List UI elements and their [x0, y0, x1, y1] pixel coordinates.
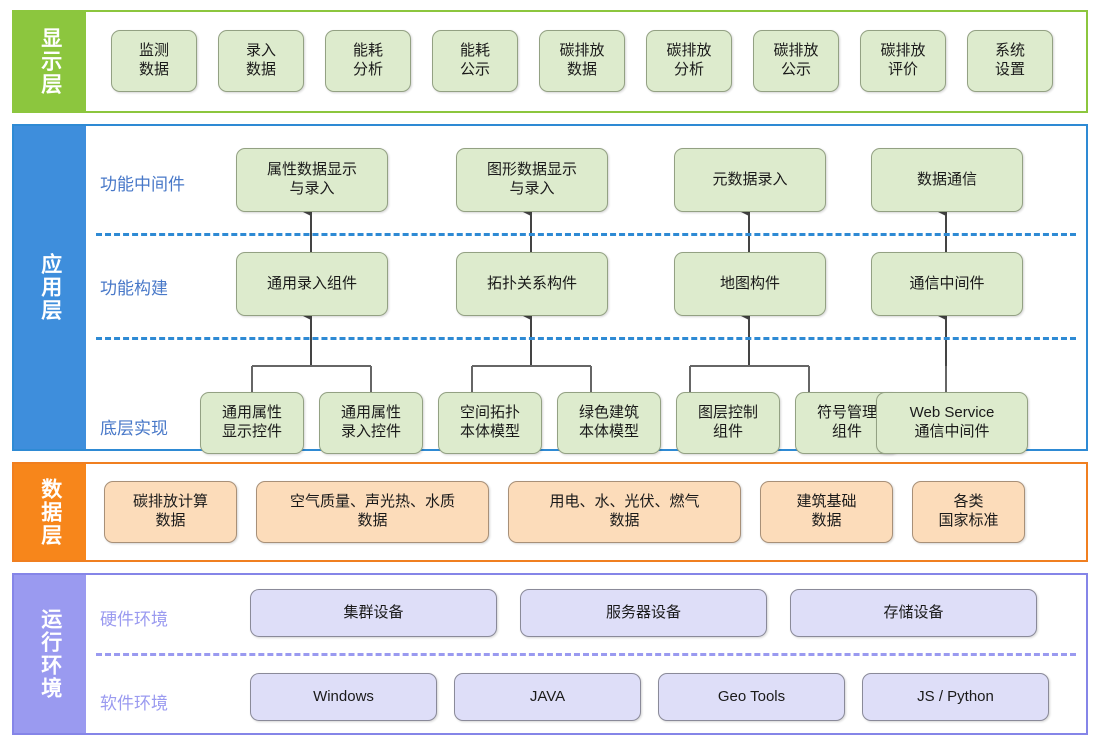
app-node-topology-relation-component[interactable]: 拓扑关系构件: [456, 252, 608, 316]
app-sublabel-implementation: 底层实现: [100, 419, 168, 438]
runtime-node-server-devices[interactable]: 服务器设备: [520, 589, 767, 637]
app-node-map-component[interactable]: 地图构件: [674, 252, 826, 316]
display-node-entry-data[interactable]: 录入 数据: [218, 30, 304, 92]
runtime-node-windows[interactable]: Windows: [250, 673, 437, 721]
app-node-data-communication[interactable]: 数据通信: [871, 148, 1023, 212]
data-node-carbon-calculation[interactable]: 碳排放计算 数据: [104, 481, 237, 543]
application-layer: 应用层: [12, 124, 1088, 454]
data-layer-body: 碳排放计算 数据 空气质量、声光热、水质 数据 用电、水、光伏、燃气 数据 建筑…: [86, 464, 1086, 560]
display-node-energy-analysis[interactable]: 能耗 分析: [325, 30, 411, 92]
app-node-generic-entry-component[interactable]: 通用录入组件: [236, 252, 388, 316]
display-node-carbon-analysis[interactable]: 碳排放 分析: [646, 30, 732, 92]
runtime-layer-body: 硬件环境 集群设备 服务器设备 存储设备 软件环境 Windows JAVA G…: [86, 575, 1086, 733]
display-node-carbon-data[interactable]: 碳排放 数据: [539, 30, 625, 92]
app-separator-1: [96, 233, 1076, 236]
app-sublabel-construction: 功能构建: [100, 279, 168, 298]
application-layer-tab: 应用层: [14, 126, 86, 449]
app-node-communication-middleware[interactable]: 通信中间件: [871, 252, 1023, 316]
app-node-generic-attribute-display-widget[interactable]: 通用属性 显示控件: [200, 392, 304, 454]
app-node-web-service-communication-middleware[interactable]: Web Service 通信中间件: [876, 392, 1028, 454]
runtime-sublabel-hardware: 硬件环境: [100, 610, 168, 629]
runtime-layer: 运行环境 硬件环境 集群设备 服务器设备 存储设备 软件环境 Windows J…: [12, 573, 1088, 735]
display-node-energy-disclosure[interactable]: 能耗 公示: [432, 30, 518, 92]
app-node-graphic-data-display-entry[interactable]: 图形数据显示 与录入: [456, 148, 608, 212]
data-layer: 数据层 碳排放计算 数据 空气质量、声光热、水质 数据 用电、水、光伏、燃气 数…: [12, 462, 1088, 562]
app-sublabel-middleware: 功能中间件: [100, 175, 185, 194]
app-separator-2: [96, 337, 1076, 340]
display-layer-body: 监测 数据 录入 数据 能耗 分析 能耗 公示 碳排放 数据 碳排放 分析 碳排…: [86, 12, 1086, 111]
display-node-system-settings[interactable]: 系统 设置: [967, 30, 1053, 92]
runtime-sublabel-software: 软件环境: [100, 694, 168, 713]
runtime-layer-tab: 运行环境: [14, 575, 86, 733]
runtime-node-storage-devices[interactable]: 存储设备: [790, 589, 1037, 637]
application-layer-body: 功能中间件 属性数据显示 与录入 图形数据显示 与录入 元数据录入 数据通信 功…: [86, 126, 1086, 454]
data-node-national-standards[interactable]: 各类 国家标准: [912, 481, 1025, 543]
app-node-green-building-ontology-model[interactable]: 绿色建筑 本体模型: [557, 392, 661, 454]
app-node-layer-control-component[interactable]: 图层控制 组件: [676, 392, 780, 454]
display-node-monitoring-data[interactable]: 监测 数据: [111, 30, 197, 92]
runtime-node-cluster-devices[interactable]: 集群设备: [250, 589, 497, 637]
app-node-spatial-topology-ontology-model[interactable]: 空间拓扑 本体模型: [438, 392, 542, 454]
data-node-electricity-water-pv-gas[interactable]: 用电、水、光伏、燃气 数据: [508, 481, 741, 543]
runtime-node-java[interactable]: JAVA: [454, 673, 641, 721]
data-node-building-basic[interactable]: 建筑基础 数据: [760, 481, 893, 543]
data-node-air-sound-light-heat-water[interactable]: 空气质量、声光热、水质 数据: [256, 481, 489, 543]
display-layer-tab: 显示层: [14, 12, 86, 111]
display-node-carbon-disclosure[interactable]: 碳排放 公示: [753, 30, 839, 92]
app-node-attribute-data-display-entry[interactable]: 属性数据显示 与录入: [236, 148, 388, 212]
runtime-node-geo-tools[interactable]: Geo Tools: [658, 673, 845, 721]
runtime-separator: [96, 653, 1076, 656]
app-node-generic-attribute-entry-widget[interactable]: 通用属性 录入控件: [319, 392, 423, 454]
app-node-metadata-entry[interactable]: 元数据录入: [674, 148, 826, 212]
data-layer-tab: 数据层: [14, 464, 86, 560]
display-layer: 显示层 监测 数据 录入 数据 能耗 分析 能耗 公示 碳排放 数据 碳排放 分…: [12, 10, 1088, 113]
runtime-node-js-python[interactable]: JS / Python: [862, 673, 1049, 721]
display-node-carbon-evaluation[interactable]: 碳排放 评价: [860, 30, 946, 92]
